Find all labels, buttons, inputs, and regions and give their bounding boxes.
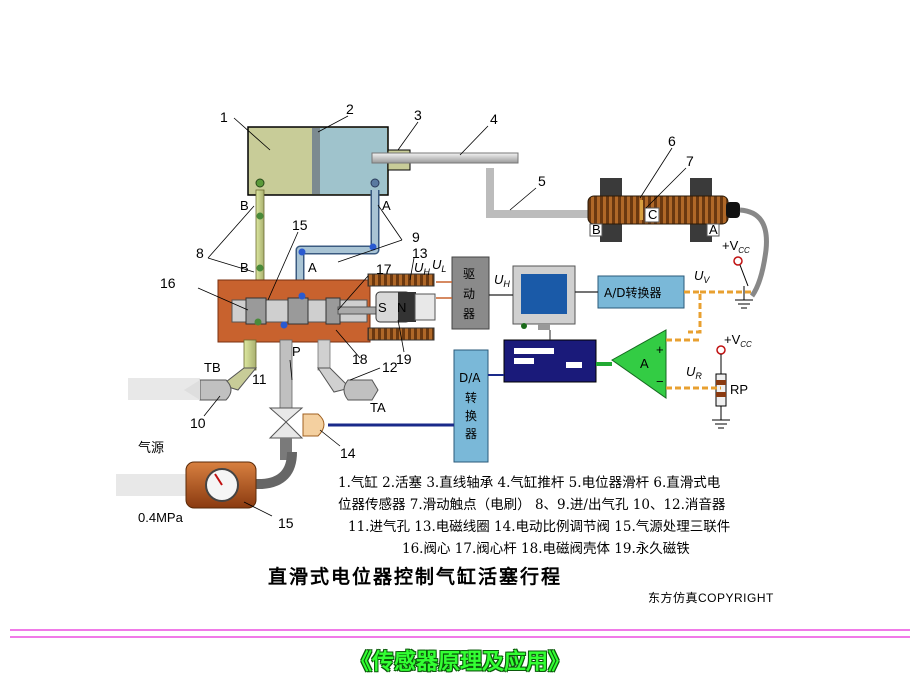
svg-text:+VCC: +VCC — [722, 238, 750, 255]
vcc1-label: +V — [722, 238, 739, 253]
legend-line-3: 11.进气孔 13.电磁线圈 14.电动比例调节阀 15.气源处理三联件 — [348, 519, 731, 535]
ul-top-label: U — [432, 257, 442, 272]
num-14: 14 — [340, 445, 356, 461]
leader-lines — [197, 115, 687, 517]
divider-bottom — [10, 636, 910, 638]
solenoid-valve — [217, 273, 436, 343]
num-5: 5 — [538, 173, 546, 189]
num-1: 1 — [220, 109, 228, 125]
uv-label: U — [694, 268, 704, 283]
opamp-A: A — [640, 356, 649, 371]
svg-text:UL: UL — [432, 257, 446, 274]
copyright: 东方仿真COPYRIGHT — [648, 591, 774, 605]
ur-sub: R — [695, 371, 702, 381]
num-11: 11 — [252, 371, 267, 387]
port-B-lower: B — [240, 260, 249, 275]
num-16: 16 — [160, 275, 176, 291]
num-2: 2 — [346, 101, 354, 117]
sensor-A: A — [709, 222, 718, 237]
sensor-B: B — [592, 222, 601, 237]
legend-line-1: 1.气缸 2.活塞 3.直线轴承 4.气缸推杆 5.电位器滑杆 6.直滑式电 — [338, 475, 721, 491]
vcc1-sub: CC — [738, 246, 750, 255]
diagram-labels: B A B A TB TA P S N B A C UH UL UH UV UR… — [138, 198, 752, 525]
vcc2-sub: CC — [740, 340, 752, 349]
op-amp — [611, 329, 667, 399]
air-pipes — [255, 189, 380, 301]
uh-mid-label: U — [494, 272, 504, 287]
svg-text:UH: UH — [414, 260, 430, 277]
da-label-1: 转 — [465, 390, 477, 405]
num-13: 13 — [412, 245, 428, 261]
proportional-valve — [268, 407, 325, 460]
num-9: 9 — [412, 229, 420, 245]
air-cylinder — [247, 126, 411, 196]
legend-line-2: 位器传感器 7.滑动触点（电刷） 8、9.进/出气孔 10、12.消音器 — [338, 497, 726, 513]
air-source-label: 气源 — [138, 440, 164, 455]
uh-top-label: U — [414, 260, 424, 275]
magnet-S: S — [378, 300, 387, 315]
uh-top-sub: H — [423, 267, 430, 277]
ad-converter-label: A/D转换器 — [604, 285, 662, 300]
component-numbers: 1 2 3 4 5 6 7 8 9 13 15 16 17 18 19 12 1… — [160, 101, 694, 531]
da-label-2: 换 — [465, 409, 477, 423]
signal-wires — [328, 281, 752, 427]
driver-char-2: 动 — [463, 287, 475, 301]
port-B-upper: B — [240, 198, 249, 213]
exhaust-ports — [220, 339, 351, 409]
uh-mid-sub: H — [503, 279, 510, 289]
ul-top-sub: L — [441, 264, 446, 274]
num-15-top: 15 — [292, 217, 308, 233]
muffler-TA — [343, 379, 379, 401]
num-4: 4 — [490, 111, 498, 127]
port-A-lower: A — [308, 260, 317, 275]
num-6: 6 — [668, 133, 676, 149]
da-converter-box — [453, 349, 489, 463]
opamp-minus: − — [656, 374, 664, 389]
port-A-upper: A — [382, 198, 391, 213]
num-19: 19 — [396, 351, 412, 367]
divider-top — [10, 629, 910, 631]
num-8: 8 — [196, 245, 204, 261]
svg-text:UV: UV — [694, 268, 710, 285]
da-label-3: 器 — [465, 427, 477, 441]
label-P: P — [292, 344, 301, 359]
magnet-N: N — [397, 300, 406, 315]
opamp-plus: + — [656, 342, 664, 357]
footer-title: 《传感器原理及应用》 — [349, 650, 570, 675]
svg-text:+VCC: +VCC — [724, 332, 752, 349]
driver-box — [451, 256, 490, 330]
vcc2-label: +V — [724, 332, 741, 347]
reference-resistor — [712, 345, 730, 429]
ur-label: U — [686, 364, 696, 379]
diagram-title: 直滑式电位器控制气缸活塞行程 — [268, 566, 563, 588]
num-3: 3 — [414, 107, 422, 123]
svg-text:UH: UH — [494, 272, 510, 289]
da-label-0: D/A — [459, 371, 481, 385]
num-18: 18 — [352, 351, 368, 367]
num-12: 12 — [382, 359, 398, 375]
pressure-label: 0.4MPa — [138, 510, 184, 525]
driver-char-3: 器 — [463, 307, 475, 321]
cylinder-push-rod — [371, 152, 594, 218]
air-source-unit — [185, 451, 297, 509]
num-15-bottom: 15 — [278, 515, 294, 531]
supply-ground — [733, 256, 753, 309]
label-RP: RP — [730, 382, 748, 397]
linear-potentiometer — [587, 178, 769, 298]
num-17: 17 — [376, 261, 392, 277]
num-10: 10 — [190, 415, 206, 431]
label-TB: TB — [204, 360, 221, 375]
computer — [503, 265, 597, 383]
uv-sub: V — [703, 275, 710, 285]
sensor-C: C — [648, 207, 657, 222]
label-TA: TA — [370, 400, 386, 415]
svg-text:UR: UR — [686, 364, 702, 381]
exhaust-mist — [116, 378, 200, 496]
legend-line-4: 16.阀心 17.阀心杆 18.电磁阀壳体 19.永久磁铁 — [402, 541, 690, 557]
driver-char-1: 驱 — [463, 267, 475, 281]
num-7: 7 — [686, 153, 694, 169]
